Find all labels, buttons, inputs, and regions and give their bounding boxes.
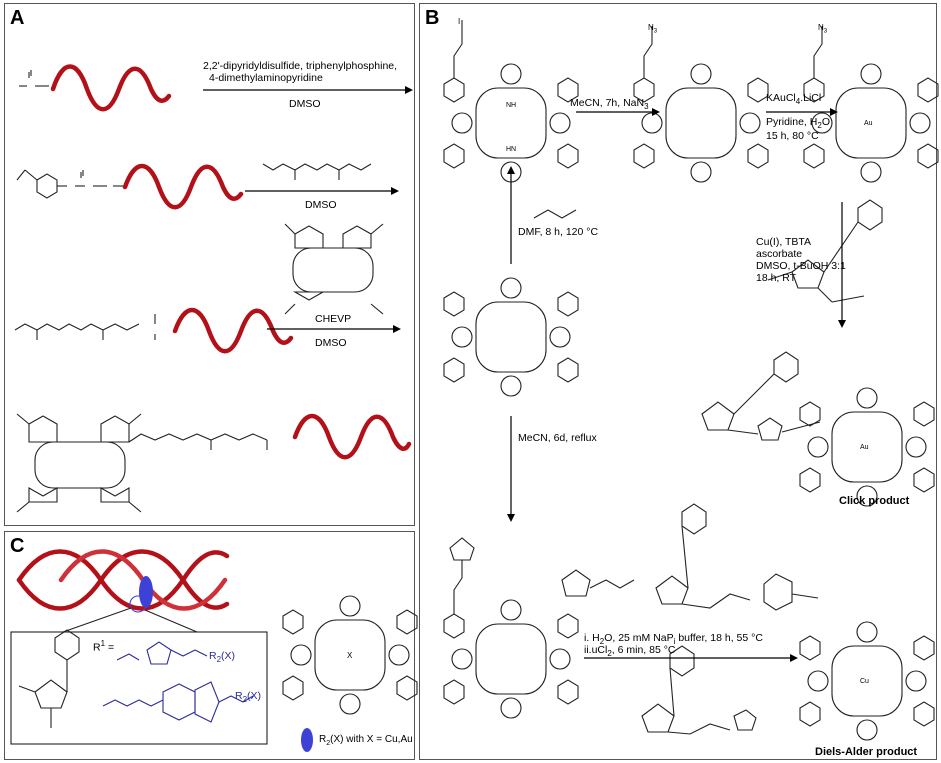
panel-a-label: A bbox=[10, 7, 25, 29]
phosphate-group-1 bbox=[19, 70, 49, 87]
atom-x-label: X bbox=[347, 651, 353, 660]
r4-line4: 18 h, RT bbox=[756, 272, 797, 284]
dmap-phosphate-group bbox=[16, 169, 123, 199]
atom-n3-1: N3 bbox=[648, 23, 658, 35]
diiodopropane bbox=[533, 209, 577, 219]
diels-alder-linker bbox=[102, 681, 254, 723]
r6-line1: i. H2O, 25 mM NaPi buffer, 18 h, 55 °C bbox=[584, 632, 763, 647]
r1-conditions: MeCN, 7h, NaN3 bbox=[570, 97, 649, 112]
metalloporphyrin-c bbox=[282, 595, 418, 715]
arrow-b1-head bbox=[652, 108, 660, 116]
click-product-label: Click product bbox=[839, 495, 910, 507]
r2-line3: 15 h, 80 °C bbox=[766, 130, 819, 142]
r5-conditions: MeCN, 6d, reflux bbox=[518, 432, 597, 444]
step3-reagent: CHEVP bbox=[315, 313, 352, 325]
step3-solvent: DMSO bbox=[315, 337, 347, 349]
r2-line2: Pyridine, H2O bbox=[766, 116, 830, 131]
r2-line1: KAuCl4.LiCl bbox=[766, 92, 822, 107]
da-uridine-adduct bbox=[655, 503, 819, 611]
atom-nh-1: NH bbox=[506, 102, 517, 109]
zoom-line-1 bbox=[62, 607, 132, 633]
furan-uridine bbox=[641, 645, 757, 735]
panel-b-label: B bbox=[425, 7, 440, 29]
r1-label: R1 = bbox=[93, 639, 115, 654]
r4-line1: Cu(I), TBTA bbox=[756, 236, 812, 248]
panel-b: B bbox=[419, 3, 939, 760]
iodopropyl-maleimide bbox=[561, 569, 635, 597]
porphyrin-au-azido bbox=[803, 26, 939, 183]
arrow-b6-head bbox=[790, 654, 798, 662]
arrow-head-a2 bbox=[391, 187, 399, 195]
legend-ellipse bbox=[301, 728, 313, 752]
porphyrin-azido bbox=[633, 26, 769, 183]
dna-strand-3 bbox=[172, 308, 294, 354]
atom-n3-2: N3 bbox=[818, 23, 828, 35]
panel-b-drawing bbox=[443, 20, 939, 741]
step2-solvent: DMSO bbox=[305, 199, 337, 211]
metal-porphyrin-ellipse bbox=[139, 576, 153, 608]
adipic-dihydrazide bbox=[262, 163, 372, 180]
panel-c: C bbox=[4, 531, 418, 760]
panel-a-drawing bbox=[14, 64, 413, 513]
r2x-label-1: R2(X) bbox=[209, 650, 236, 665]
hydrazide-linker-3 bbox=[14, 314, 156, 340]
panel-a: A bbox=[4, 3, 415, 526]
r4-line2: ascorbate bbox=[756, 248, 803, 260]
porphyrin-maleimide bbox=[443, 537, 579, 719]
dna-helix-strand-1 bbox=[16, 549, 230, 611]
zoom-circle bbox=[129, 595, 147, 613]
atom-au-2: Au bbox=[860, 444, 869, 451]
porphyrin-iodo bbox=[443, 20, 579, 183]
porphyrin-start bbox=[443, 277, 579, 397]
triazole-linker bbox=[116, 641, 208, 665]
diels-alder-product-label: Diels-Alder product bbox=[815, 746, 918, 758]
step1-line2: 4-dimethylaminopyridine bbox=[209, 72, 323, 84]
dna-strand-2 bbox=[122, 164, 244, 210]
atom-hn-1: HN bbox=[506, 146, 517, 153]
dna-strand-4 bbox=[292, 414, 412, 460]
step1-line1: 2,2'-dipyridyldisulfide, triphenylphosph… bbox=[203, 60, 398, 72]
arrow-b5-head bbox=[507, 514, 515, 522]
porphyrin-diels-alder bbox=[799, 621, 935, 741]
atom-au-1: Au bbox=[864, 120, 873, 127]
modified-uridine bbox=[18, 629, 80, 728]
atom-cu-1: Cu bbox=[860, 678, 869, 685]
panel-c-drawing bbox=[10, 549, 418, 752]
dna-helix-strand-2 bbox=[16, 549, 230, 611]
arrow-b3-head bbox=[507, 166, 515, 174]
panel-c-label: C bbox=[10, 535, 25, 557]
r4-line3: DMSO, t-BuOH 3:1 bbox=[756, 260, 846, 272]
r2x-label-2: R2(X) bbox=[235, 690, 262, 705]
arrow-head-a3 bbox=[393, 325, 401, 333]
r3-conditions: DMF, 8 h, 120 °C bbox=[518, 226, 599, 238]
click-uridine-triazole bbox=[701, 351, 821, 441]
step1-solvent: DMSO bbox=[289, 98, 321, 110]
legend-text: R2(X) with X = Cu,Au bbox=[319, 734, 413, 747]
chevp-porphyrin bbox=[284, 223, 384, 315]
zoom-line-2 bbox=[144, 609, 198, 633]
arrow-b2-head bbox=[830, 108, 838, 116]
porphyrin-click-product bbox=[799, 387, 935, 507]
product-porphyrin-a bbox=[16, 413, 268, 513]
dna-strand-1 bbox=[50, 64, 172, 112]
arrow-head-a1 bbox=[405, 86, 413, 94]
atom-i-1: I bbox=[458, 17, 461, 26]
r6-line2: ii.uCl2, 6 min, 85 °C bbox=[584, 644, 676, 659]
propargyl-uridine bbox=[767, 199, 883, 303]
arrow-b4-head bbox=[838, 320, 846, 328]
zoom-box bbox=[10, 631, 268, 745]
